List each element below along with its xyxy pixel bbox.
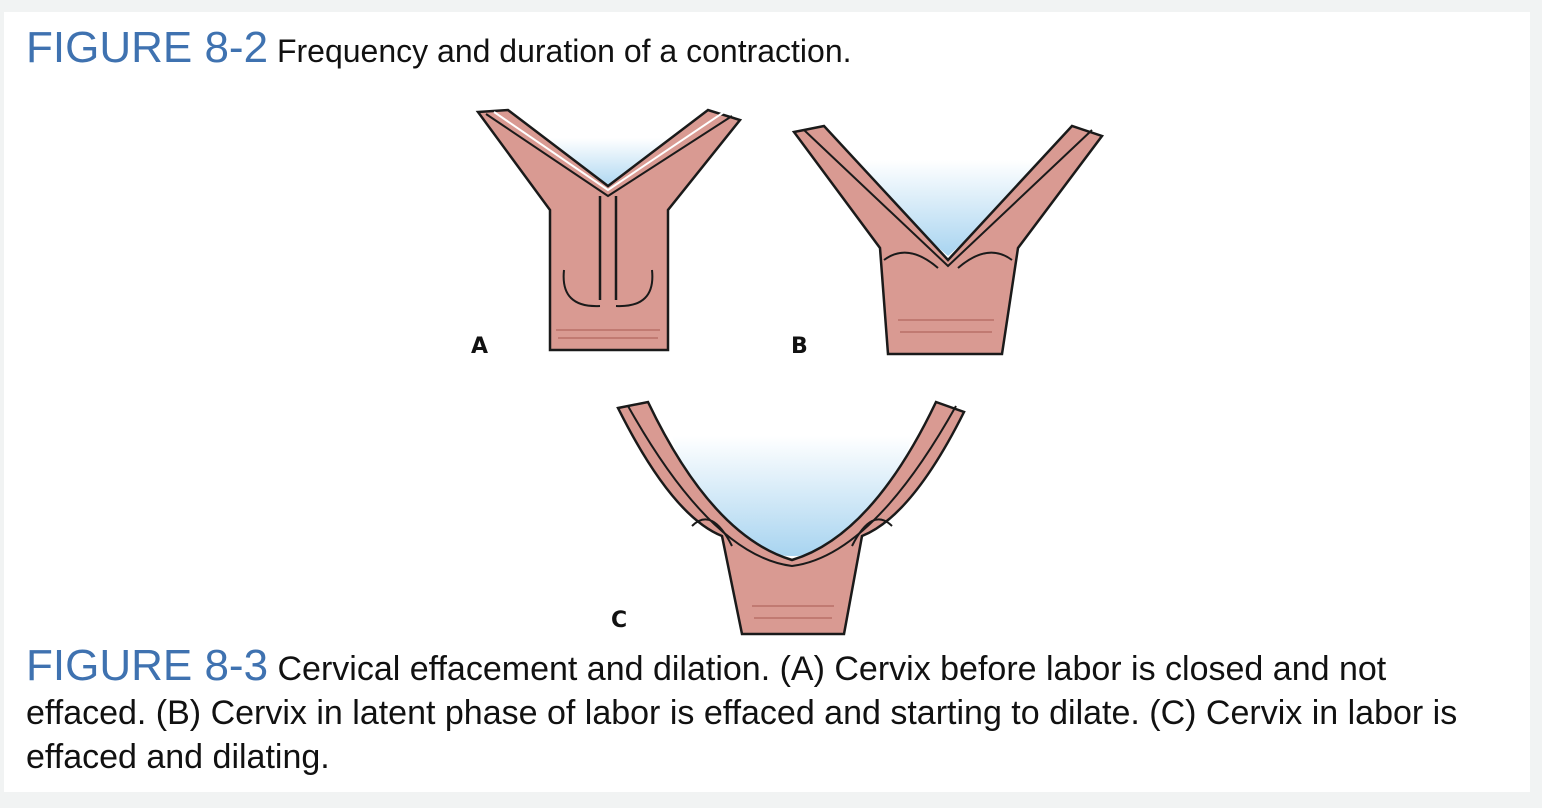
panel-a-illustration — [475, 108, 743, 352]
panel-b-label: B — [791, 334, 808, 359]
panel-c-label: C — [611, 608, 628, 633]
figure-8-2-text: Frequency and duration of a contraction. — [276, 33, 852, 69]
figure-8-3-number: FIGURE 8-3 — [26, 641, 269, 690]
panel-b-illustration — [791, 124, 1105, 356]
figure-8-2-number: FIGURE 8-2 — [26, 23, 269, 72]
figure-8-2-caption: FIGURE 8-2 Frequency and duration of a c… — [26, 18, 852, 81]
figure-8-3-caption: FIGURE 8-3 Cervical effacement and dilat… — [26, 644, 1516, 779]
panel-c-illustration — [616, 400, 966, 636]
figure-card: FIGURE 8-2 Frequency and duration of a c… — [4, 12, 1530, 792]
figure-8-3-text: Cervical effacement and dilation. (A) Ce… — [26, 650, 1458, 776]
panel-a-label: A — [471, 334, 489, 359]
